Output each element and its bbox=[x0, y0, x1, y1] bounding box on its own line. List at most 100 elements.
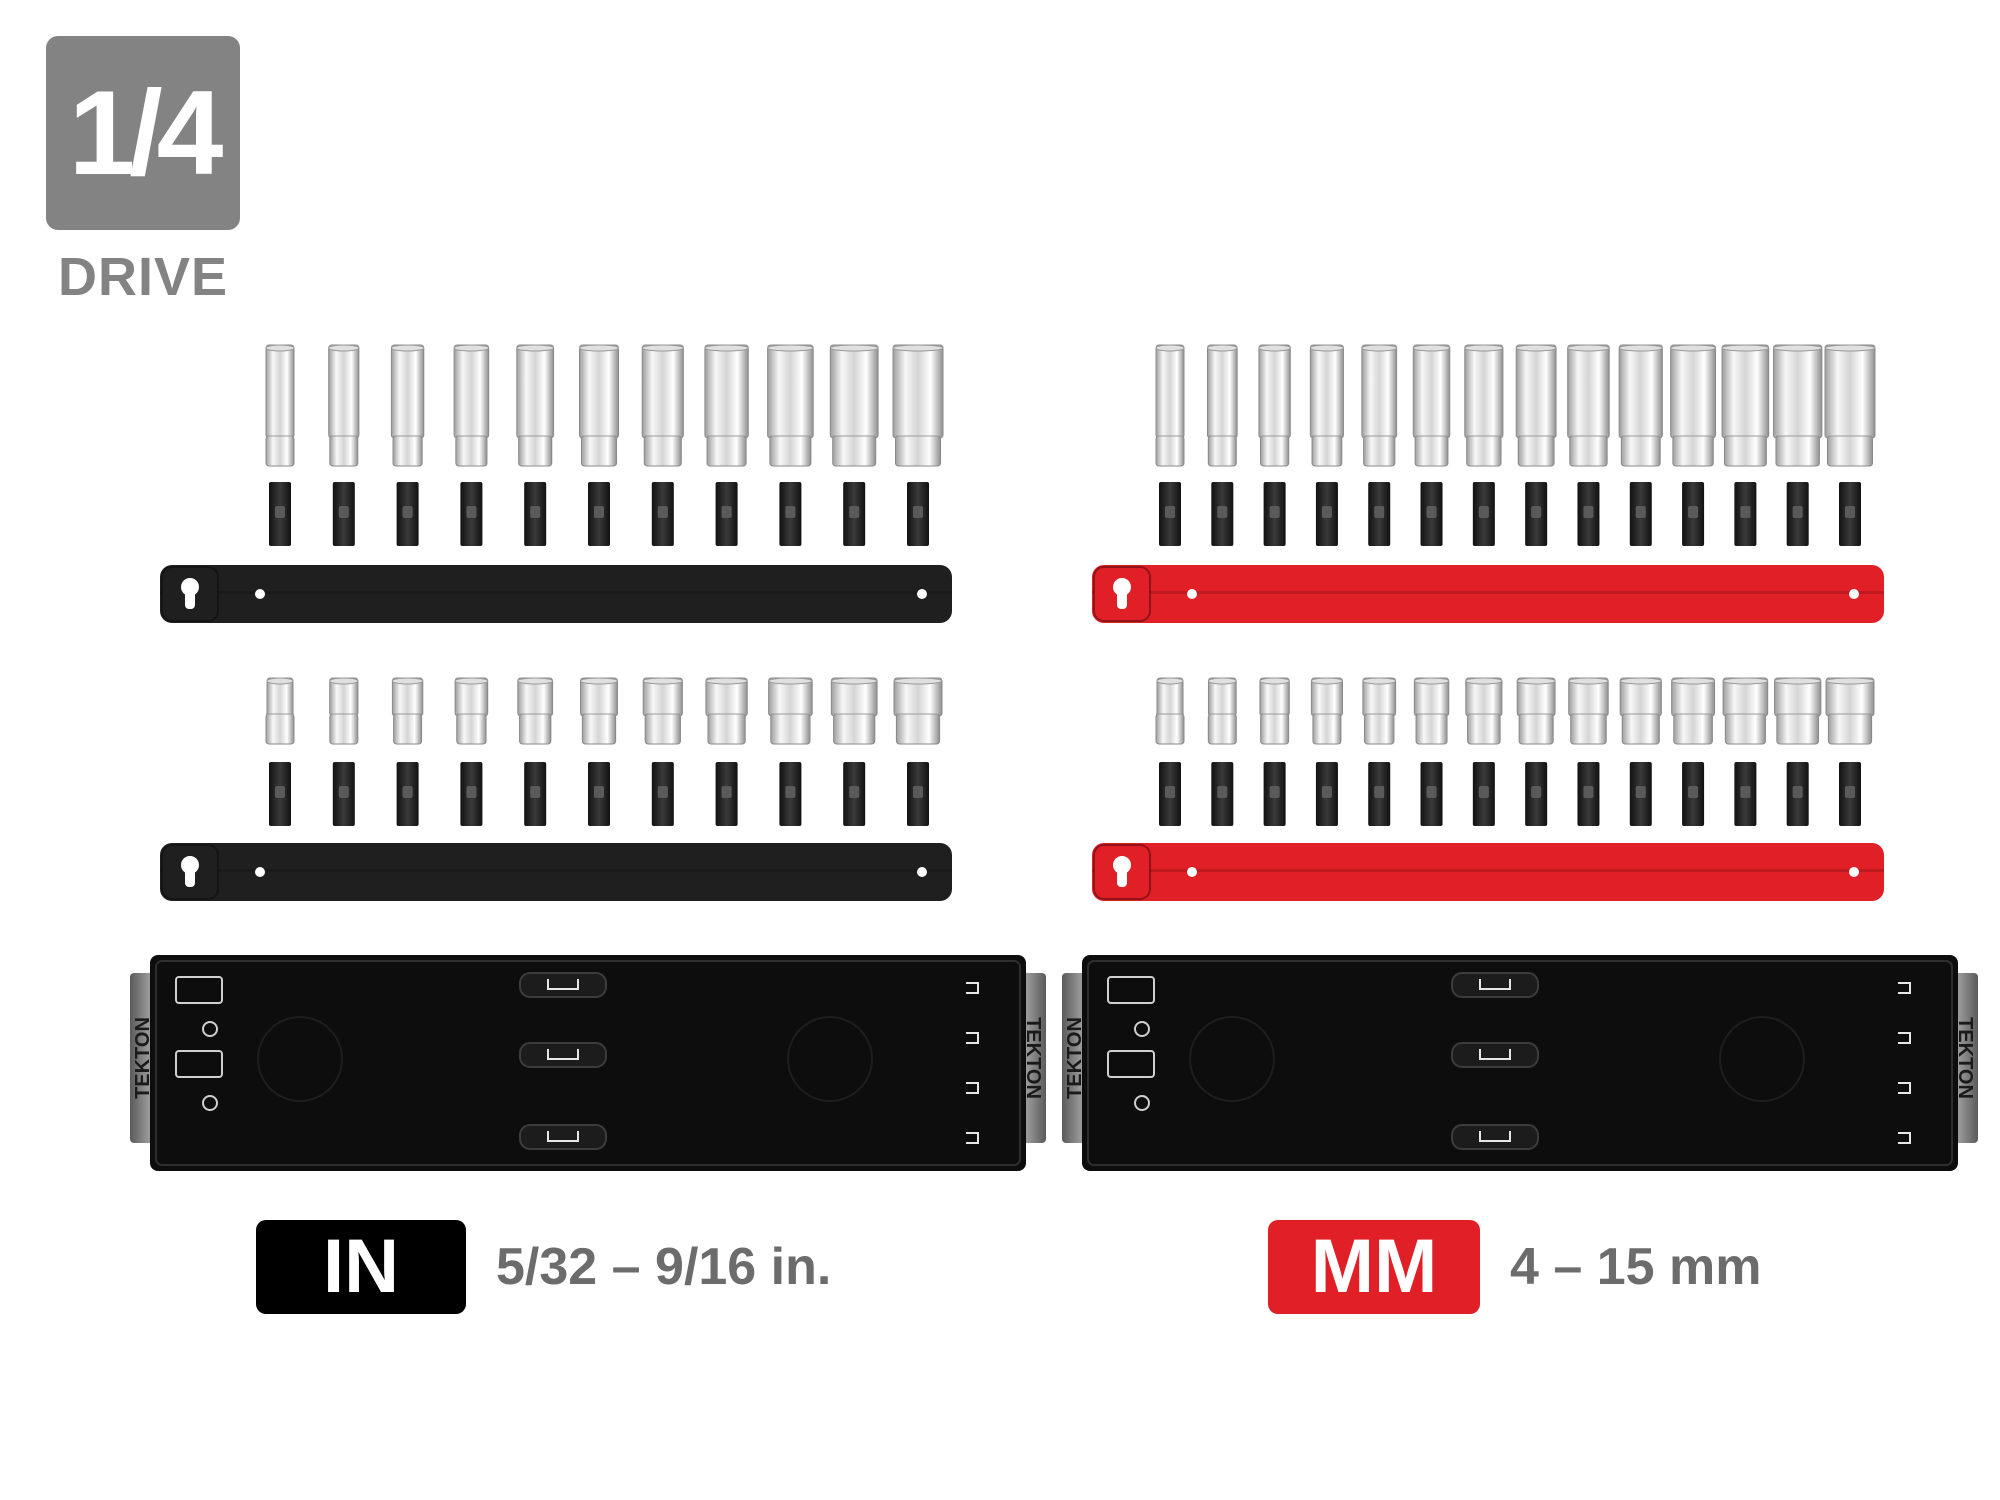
socket-barrel bbox=[1309, 344, 1344, 439]
socket-rim bbox=[1721, 344, 1770, 352]
clip-ball bbox=[466, 506, 477, 518]
socket-clip bbox=[524, 762, 547, 826]
unit-pill-in: IN bbox=[256, 1220, 466, 1314]
socket-barrel bbox=[1670, 344, 1717, 439]
clip-ball bbox=[594, 786, 604, 798]
socket-rim bbox=[580, 677, 618, 685]
rail-ridge bbox=[1092, 869, 1884, 872]
tray-latch bbox=[175, 976, 223, 1004]
clip-ball bbox=[1792, 786, 1803, 798]
tray-slot bbox=[966, 982, 979, 994]
socket-clip bbox=[843, 762, 866, 826]
socket-clip bbox=[1839, 482, 1861, 546]
tray-peg bbox=[1134, 1021, 1150, 1037]
tray-emboss bbox=[787, 1016, 873, 1102]
keyhole-slot bbox=[1117, 865, 1127, 887]
socket-rim bbox=[768, 677, 813, 685]
socket-rim bbox=[266, 677, 294, 685]
socket-drive-end bbox=[1672, 435, 1714, 467]
socket-rail-shallow bbox=[160, 843, 952, 901]
deep-socket bbox=[829, 344, 879, 467]
clip-ball bbox=[1688, 786, 1699, 798]
deep-socket bbox=[1206, 344, 1238, 467]
rail-body bbox=[1092, 565, 1884, 623]
tray-brand-left: TEKTON bbox=[1064, 1017, 1086, 1099]
rail-hole bbox=[917, 867, 927, 877]
socket-barrel bbox=[1361, 344, 1398, 439]
socket-drive-end bbox=[895, 435, 941, 467]
deep-socket bbox=[579, 344, 619, 467]
socket-rim bbox=[1515, 344, 1557, 352]
deep-socket bbox=[641, 344, 684, 467]
socket-clip bbox=[588, 762, 610, 826]
socket-clip bbox=[715, 482, 738, 546]
clip-ball bbox=[1478, 506, 1489, 518]
shallow-socket bbox=[830, 677, 878, 745]
clip-ball bbox=[1740, 786, 1751, 798]
socket-barrel bbox=[265, 344, 295, 439]
tray-bracket-slot bbox=[1479, 1131, 1511, 1142]
socket-rim bbox=[1618, 344, 1663, 352]
socket-rim bbox=[328, 344, 360, 352]
socket-clip bbox=[1839, 762, 1861, 826]
socket-clip bbox=[396, 762, 419, 826]
socket-rim bbox=[454, 677, 489, 685]
socket-drive-end bbox=[1621, 713, 1660, 745]
socket-drive-end bbox=[518, 435, 553, 467]
clip-ball bbox=[849, 506, 860, 518]
socket-clip bbox=[779, 482, 802, 546]
tray-bracket bbox=[1451, 1042, 1539, 1068]
socket-barrel bbox=[390, 344, 425, 439]
socket-clip bbox=[1786, 482, 1809, 546]
socket-clip bbox=[1577, 762, 1600, 826]
tray-bracket-slot bbox=[547, 1131, 579, 1142]
socket-rim bbox=[1362, 677, 1397, 685]
socket-drive-end bbox=[1207, 713, 1237, 745]
shallow-socket bbox=[1413, 677, 1450, 745]
clip-ball bbox=[1374, 786, 1385, 798]
socket-clip bbox=[1682, 482, 1705, 546]
socket-barrel bbox=[1824, 344, 1876, 439]
clip-ball bbox=[1478, 786, 1489, 798]
tray-slot bbox=[966, 1082, 979, 1094]
socket-clip bbox=[1629, 482, 1652, 546]
clip-ball bbox=[657, 506, 668, 518]
socket-drive-end bbox=[329, 713, 359, 745]
clip-ball bbox=[1845, 506, 1855, 518]
socket-clip bbox=[907, 762, 929, 826]
clip-ball bbox=[402, 786, 413, 798]
socket-drive-end bbox=[707, 713, 746, 745]
socket-barrel bbox=[1258, 344, 1291, 439]
socket-clip bbox=[715, 762, 738, 826]
clip-ball bbox=[1635, 506, 1646, 518]
socket-drive-end bbox=[581, 713, 617, 745]
socket-rim bbox=[1309, 344, 1344, 352]
shallow-socket bbox=[1671, 677, 1716, 745]
clip-ball bbox=[785, 786, 796, 798]
clip-ball bbox=[1165, 786, 1175, 798]
socket-drive-end bbox=[393, 713, 423, 745]
socket-clip bbox=[1368, 762, 1391, 826]
socket-drive-end bbox=[1467, 713, 1501, 745]
socket-clip bbox=[779, 762, 802, 826]
tray-slot bbox=[1898, 1032, 1911, 1044]
socket-drive-end bbox=[1518, 713, 1554, 745]
clip-ball bbox=[530, 506, 541, 518]
socket-rim bbox=[892, 344, 944, 352]
shallow-socket bbox=[1568, 677, 1609, 745]
tray-slot bbox=[1898, 1082, 1911, 1094]
clip-ball bbox=[466, 786, 477, 798]
socket-rim bbox=[1516, 677, 1556, 685]
deep-socket bbox=[1155, 344, 1185, 467]
socket-rim bbox=[1773, 344, 1823, 352]
socket-clip bbox=[1315, 762, 1338, 826]
socket-clip bbox=[1159, 762, 1181, 826]
rail-ridge bbox=[160, 869, 952, 872]
tray-peg bbox=[202, 1021, 218, 1037]
rail-ridge bbox=[160, 591, 952, 594]
tray-bracket bbox=[519, 1042, 607, 1068]
socket-rim bbox=[767, 344, 814, 352]
tray-emboss bbox=[257, 1016, 343, 1102]
